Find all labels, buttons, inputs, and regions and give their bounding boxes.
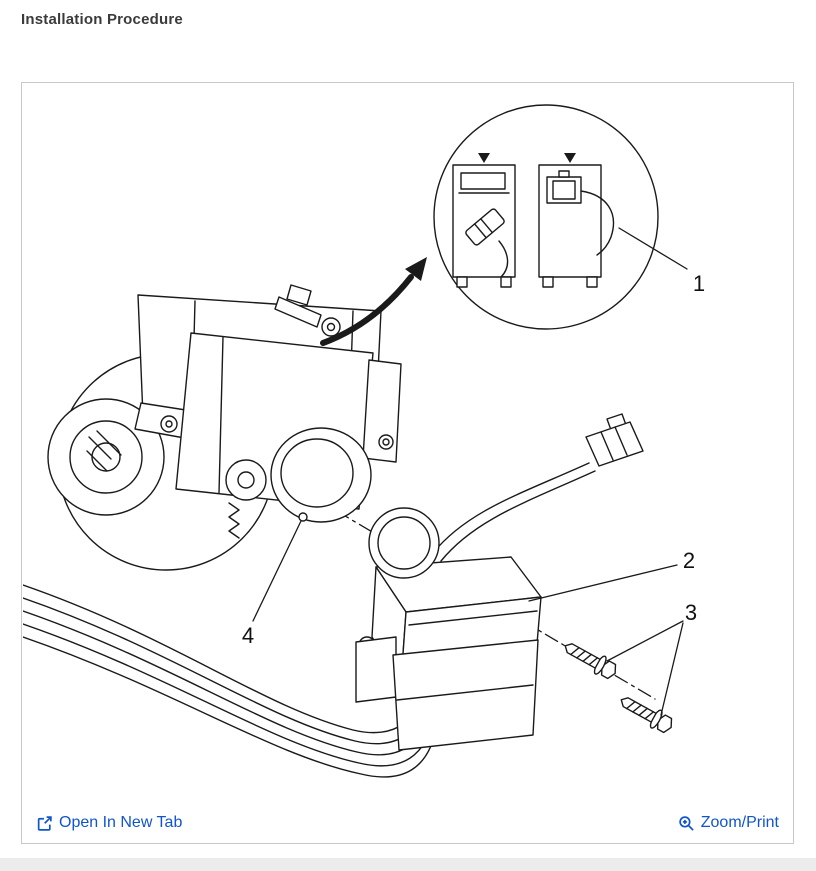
callout-4: 4 (242, 623, 254, 648)
lock-housing-assembly (47, 284, 402, 571)
inset-switch-left (452, 153, 516, 288)
callout-4-target-pin (298, 512, 308, 522)
callout-1: 1 (693, 271, 705, 296)
page-bottom-bar (0, 858, 816, 871)
zoom-print-link[interactable]: Zoom/Print (678, 814, 779, 832)
installation-diagram: 1 2 3 4 (23, 104, 705, 778)
mounting-screws (559, 636, 677, 737)
open-in-new-tab-label: Open In New Tab (59, 814, 183, 831)
zoom-print-label: Zoom/Print (700, 814, 779, 831)
callout-labels: 1 2 3 4 (242, 271, 705, 648)
harness-connector (585, 413, 644, 467)
figure-box: 1 2 3 4 Open In New Tab Zoom/Print (21, 82, 794, 844)
open-in-new-tab-link[interactable]: Open In New Tab (36, 814, 182, 832)
inset-switch-right (538, 153, 615, 288)
callout-2: 2 (683, 548, 695, 573)
callout-3: 3 (685, 600, 697, 625)
magnifier-plus-icon (679, 815, 694, 831)
callout-leaders (252, 227, 688, 716)
figure-footer: Open In New Tab Zoom/Print (36, 814, 779, 832)
open-in-new-tab-icon (37, 815, 52, 831)
inset-detail-circle (433, 104, 659, 330)
page-title: Installation Procedure (21, 11, 183, 28)
detail-arrow (320, 257, 427, 346)
ignition-switch-assembly (355, 413, 644, 751)
